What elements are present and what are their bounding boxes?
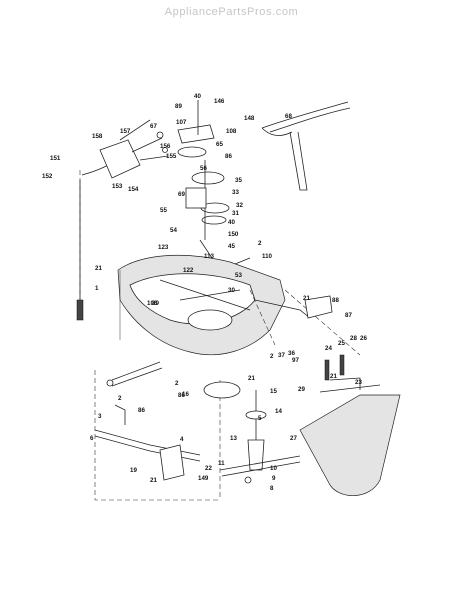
spindle [203,381,301,484]
callout: 2 [118,395,122,402]
callout: 150 [228,231,239,238]
callout: 56 [200,165,207,172]
deck-outline-right [249,289,361,356]
callout: 55 [160,207,167,214]
callout: 86 [138,407,145,414]
callout: 151 [50,155,61,162]
callout: 108 [226,128,237,135]
callout: 67 [150,123,157,130]
callout: 8 [270,485,274,492]
callout: 69 [178,191,185,198]
callout: 27 [290,435,297,442]
callouts: 1 2 2 2 2 3 4 5 6 8 9 10 11 13 14 15 16 … [42,93,367,492]
callout: 107 [176,119,187,126]
callout: 156 [160,143,171,150]
callout: 26 [360,335,367,342]
callout: 11 [218,460,225,467]
callout: 148 [244,115,255,122]
idler-arm [254,299,311,319]
callout: 4 [180,436,184,443]
callout: 35 [235,177,242,184]
callout: 21 [303,295,310,302]
callout: 68 [285,113,292,120]
watermark: AppliancePartsPros.com [164,6,299,18]
rod-29 [319,384,381,393]
callout: 30 [228,287,235,294]
callout: 5 [258,415,262,422]
callout: 89 [152,300,159,307]
control-cable [79,157,119,310]
callout: 89 [175,103,182,110]
callout: 86 [225,153,232,160]
callout: 19 [130,467,137,474]
callout: 113 [204,253,215,260]
bracket-23 [329,377,361,390]
callout: 21 [150,477,157,484]
callout: 3 [98,413,102,420]
callout: 149 [198,475,209,482]
callout: 122 [183,267,194,274]
callout: 10 [270,465,277,472]
callout: 40 [194,93,201,100]
callout: 40 [228,219,235,226]
callout: 25 [338,340,345,347]
callout: 45 [228,243,235,250]
spring-24 [324,359,330,381]
callout: 13 [230,435,237,442]
callout: 6 [90,435,94,442]
callout: 29 [298,386,305,393]
callout: 157 [120,128,131,135]
callout: 2 [270,353,274,360]
callout: 1 [95,285,99,292]
callout: 2 [258,240,262,247]
lift-links [94,361,201,481]
cable-spring [76,299,84,321]
callout: 21 [95,265,102,272]
callout: 65 [216,141,223,148]
callout: 123 [158,244,169,251]
callout: 22 [205,465,212,472]
callout: 21 [248,375,255,382]
callout: 97 [292,357,299,364]
callout: 87 [345,312,352,319]
callout: 110 [262,253,273,260]
callout: 36 [288,350,295,357]
callout: 21 [330,373,337,380]
discharge-chute [299,394,401,497]
callout: 153 [112,183,123,190]
pulley-stack [177,100,251,271]
callout: 152 [42,173,53,180]
callout: 37 [278,352,285,359]
callout: 33 [232,189,239,196]
callout: 86 [178,392,185,399]
callout: 158 [92,133,103,140]
callout: 106 [147,300,158,307]
callout: 2 [175,380,179,387]
callout: 32 [236,202,243,209]
callout: 28 [350,335,357,342]
callout: 24 [325,345,332,352]
callout: 154 [128,186,139,193]
callout: 15 [270,388,277,395]
frame-outline [94,370,221,501]
callout: 53 [235,272,242,279]
callout: 155 [166,153,177,160]
callout: 14 [275,408,282,415]
callout: 23 [355,379,362,386]
drive-belt [261,101,351,191]
mower-deck [117,254,286,356]
callout: 31 [232,210,239,217]
spring-25 [339,354,345,376]
callout: 54 [170,227,177,234]
callout: 16 [182,391,189,398]
bracket-88 [304,295,333,319]
callout: 88 [332,297,339,304]
callout: 146 [214,98,225,105]
lever-bracket [99,119,169,179]
callout: 9 [272,475,276,482]
